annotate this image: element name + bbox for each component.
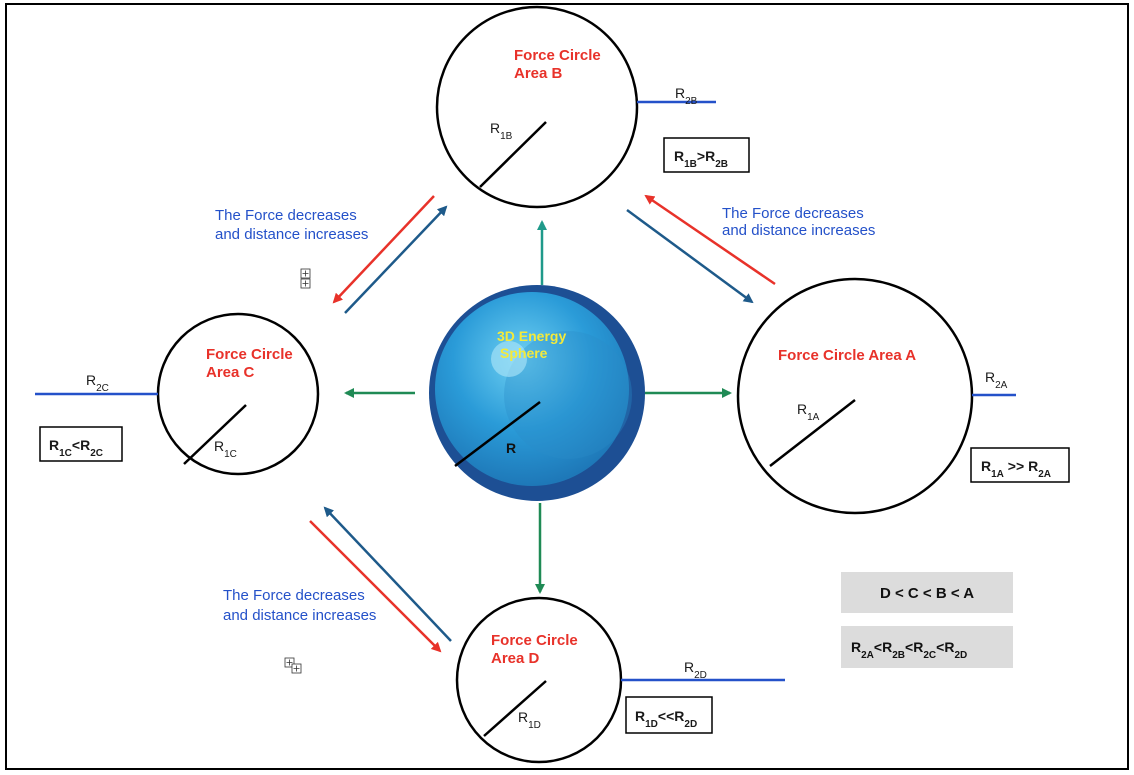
- frame-border: [5, 3, 1129, 770]
- arrow-c-to-d-red: [309, 520, 442, 653]
- circle-b-r2-label: R2B: [675, 85, 698, 107]
- arrow-b-to-c-red: [332, 195, 435, 304]
- note-ul-line2: and distance increases: [215, 226, 368, 243]
- circle-d-relation: R1D<<R2D: [635, 708, 697, 730]
- note-upper-right: The Force decreases and distance increas…: [722, 205, 875, 239]
- circle-b-relation: R1B>R2B: [674, 148, 728, 170]
- sphere-inner-shade: [504, 331, 632, 459]
- circle-d-r1-label: R1D: [518, 709, 541, 731]
- circle-d-title-2: Area D: [491, 650, 540, 667]
- circle-d-radius-line: [483, 680, 547, 737]
- energy-sphere: 3D Energy Sphere R: [429, 285, 645, 501]
- circle-a-radius-line: [769, 399, 856, 467]
- circle-c-relation-box: [39, 426, 123, 462]
- circle-a-outline: [736, 277, 974, 515]
- sphere-body: [435, 292, 629, 486]
- circle-b-outline: [435, 5, 639, 209]
- note-ll-line2: and distance increases: [223, 607, 376, 624]
- note-ur-line2: and distance increases: [722, 222, 875, 239]
- note-ll-line1: The Force decreases: [223, 587, 365, 604]
- placeholder-glyph-icon: [300, 268, 311, 289]
- legend-radii: R2A<R2B<R2C<R2D: [851, 639, 967, 661]
- circle-d-relation-box: [625, 696, 713, 734]
- legend: D < C < B < A R2A<R2B<R2C<R2D: [841, 572, 1013, 668]
- circle-c-title-2: Area C: [206, 364, 255, 381]
- legend-order: D < C < B < A: [880, 585, 974, 602]
- circle-c-outline: [156, 312, 320, 476]
- arrow-b-to-a-navy: [626, 208, 754, 304]
- circle-d-title-1: Force Circle: [491, 632, 578, 649]
- sphere-title-2: Sphere: [500, 345, 548, 361]
- circle-a-relation-box: [970, 447, 1070, 483]
- note-upper-left: The Force decreases and distance increas…: [215, 207, 368, 243]
- arrow-a-to-b-red: [644, 194, 776, 286]
- force-circle-c: Force Circle Area C R1C R2C R1C<R2C: [35, 312, 320, 476]
- placeholder-glyph-icon: [284, 657, 302, 674]
- arrow-c-to-b-navy: [344, 205, 448, 314]
- circle-a-relation: R1A >> R2A: [981, 458, 1051, 480]
- circle-c-r2-label: R2C: [86, 372, 109, 394]
- note-lower-left: The Force decreases and distance increas…: [223, 587, 376, 624]
- arrow-d-to-c-navy: [323, 506, 452, 642]
- force-circle-a: Force Circle Area A R1A R2A R1A >> R2A: [736, 277, 1070, 515]
- circle-a-r2-label: R2A: [985, 369, 1008, 391]
- circle-c-radius-line: [183, 404, 247, 465]
- legend-radii-box: [841, 626, 1013, 668]
- circle-b-r1-label: R1B: [490, 120, 513, 142]
- force-circle-d: Force Circle Area D R1D R2D R1D<<R2D: [455, 596, 785, 764]
- circle-b-title-2: Area B: [514, 65, 563, 82]
- legend-order-box: [841, 572, 1013, 613]
- circle-a-title: Force Circle Area A: [778, 347, 916, 364]
- circle-d-outline: [455, 596, 623, 764]
- note-ul-line1: The Force decreases: [215, 207, 357, 224]
- circle-b-radius-line: [479, 121, 547, 188]
- circle-c-relation: R1C<R2C: [49, 437, 103, 459]
- circle-c-r1-label: R1C: [214, 438, 237, 460]
- sphere-radius-line: [454, 401, 541, 467]
- sphere-radius-label: R: [506, 440, 516, 456]
- sphere-title-1: 3D Energy: [497, 328, 566, 344]
- sphere-highlight: [491, 341, 527, 377]
- circle-a-r1-label: R1A: [797, 401, 820, 423]
- circle-b-title-1: Force Circle: [514, 47, 601, 64]
- note-ur-line1: The Force decreases: [722, 205, 864, 222]
- circle-c-title-1: Force Circle: [206, 346, 293, 363]
- force-circle-b: Force Circle Area B R1B R2B R1B>R2B: [435, 5, 750, 209]
- circle-b-relation-box: [663, 137, 750, 173]
- circle-d-r2-label: R2D: [684, 659, 707, 681]
